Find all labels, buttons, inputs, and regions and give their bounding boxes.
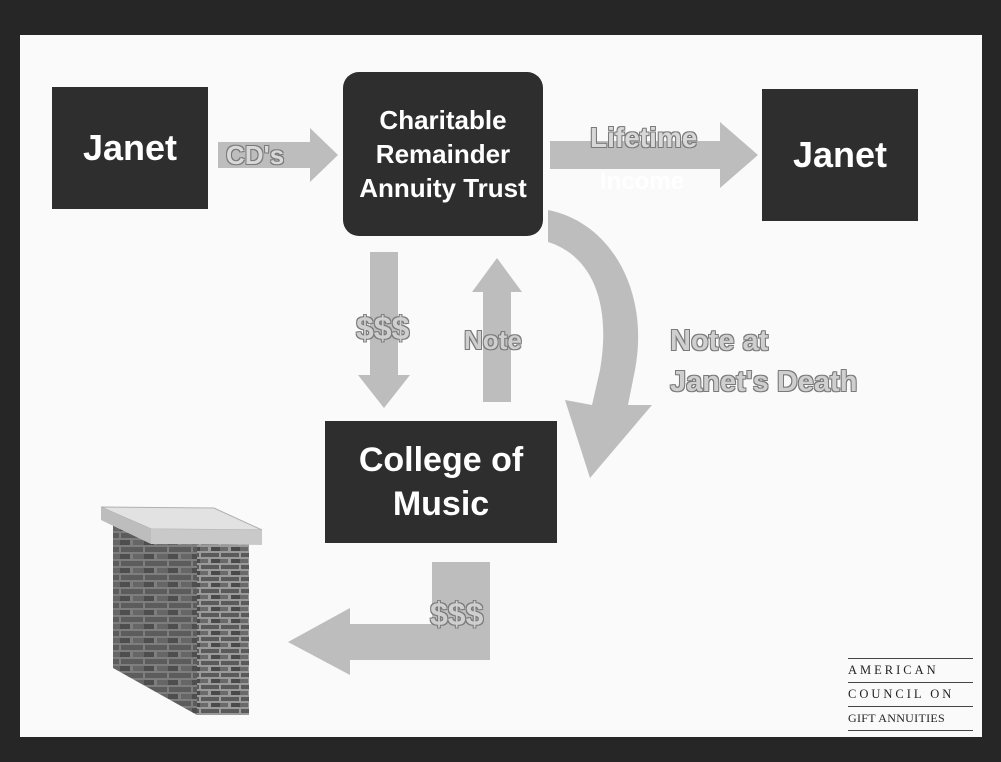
arrow-cds <box>218 128 338 182</box>
acga-logo: AMERICAN COUNCIL ON GIFT ANNUITIES <box>848 658 973 738</box>
arrow-note-up <box>472 258 522 402</box>
edge-label-note-at: Note at <box>670 325 769 357</box>
edge-label-income: Income <box>600 168 685 195</box>
college-label-line2: Music <box>392 485 490 523</box>
trust-label-line2: Remainder <box>375 139 511 169</box>
edge-label-note: Note <box>464 325 522 355</box>
trust-label-line1: Charitable <box>379 105 507 135</box>
node-janet-right-label: Janet <box>792 134 888 175</box>
edge-label-money-left: $$$ <box>430 596 484 632</box>
trust-label-line3: Annuity Trust <box>359 173 527 203</box>
logo-line1: AMERICAN <box>848 658 973 682</box>
node-janet-left-label: Janet <box>82 127 178 168</box>
node-janet-right: Janet <box>762 89 918 221</box>
edge-label-janets-death: Janet's Death <box>670 366 858 398</box>
college-label-line1: College of <box>358 441 524 479</box>
edge-label-lifetime: Lifetime <box>590 122 698 153</box>
logo-line2: COUNCIL ON <box>848 682 973 706</box>
node-college-of-music: College of Music <box>325 421 557 543</box>
logo-line3: GIFT ANNUITIES <box>848 706 973 731</box>
node-charitable-remainder-annuity-trust: Charitable Remainder Annuity Trust <box>343 72 543 236</box>
node-janet-left: Janet <box>52 87 208 209</box>
arrow-note-at-death <box>548 210 652 478</box>
arrow-money-down <box>358 252 410 408</box>
brick-wall-icon <box>100 506 263 715</box>
arrow-lifetime-income <box>550 122 758 188</box>
arrow-money-left <box>288 562 490 675</box>
edge-label-cds: CD's <box>226 140 285 170</box>
edge-label-money-down: $$$ <box>356 310 410 346</box>
